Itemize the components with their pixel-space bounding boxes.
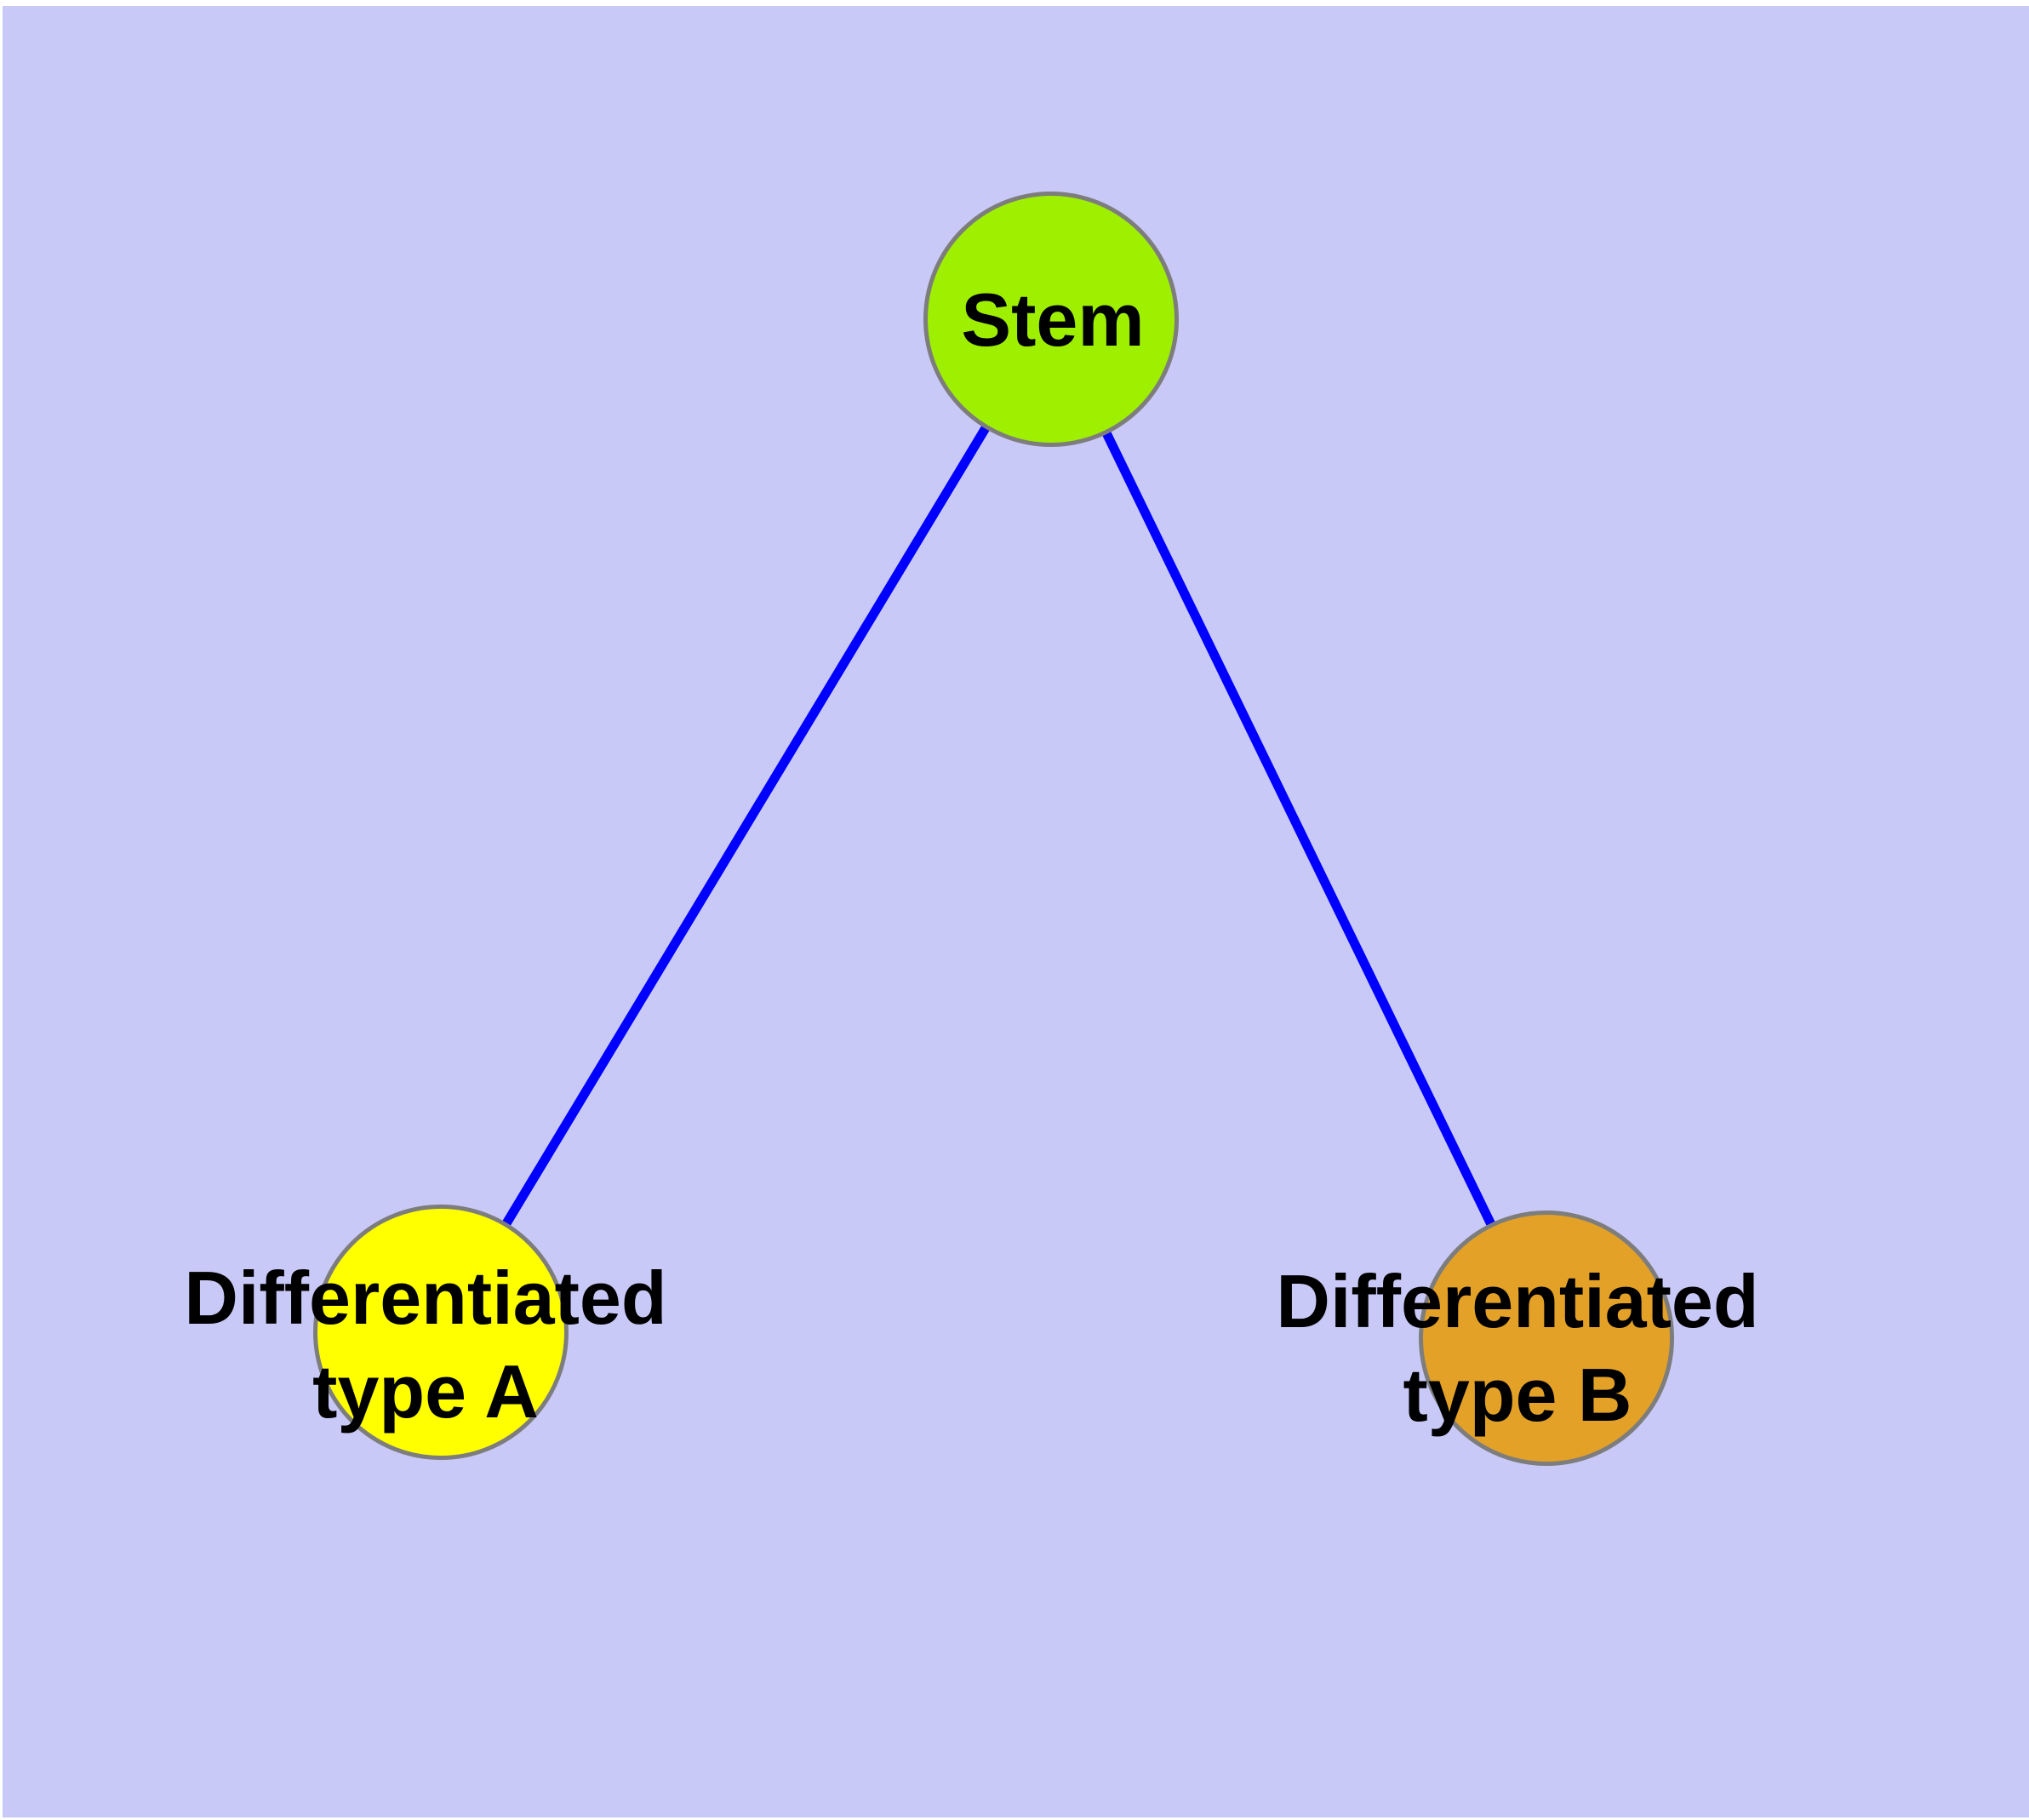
node-label-line: type A (312, 1349, 539, 1434)
edge-stem-to-type-b (1047, 317, 1551, 1341)
edge-stem-to-type-a (437, 317, 1055, 1335)
node-label-line: Differentiated (1276, 1259, 1759, 1343)
node-differentiated-type-b (1419, 1210, 1674, 1466)
node-differentiated-type-a (313, 1205, 569, 1460)
node-label-stem: Stem (961, 278, 1145, 362)
node-label-differentiated-type-b: Differentiated type B (1276, 1255, 1758, 1442)
node-label-differentiated-type-a: Differentiated type A (184, 1251, 666, 1439)
node-label-line: type B (1403, 1353, 1632, 1437)
node-label-line: Differentiated (184, 1256, 667, 1340)
node-stem (923, 192, 1179, 447)
